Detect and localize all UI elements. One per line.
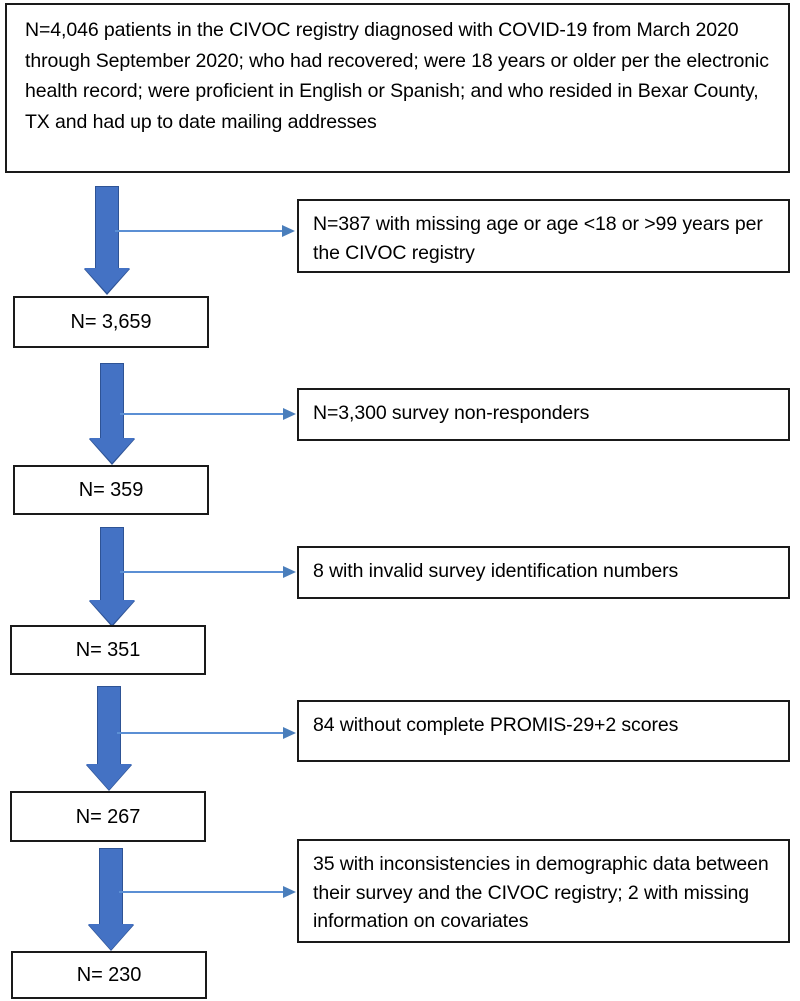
stage-box-2-label: N= 359: [78, 479, 144, 501]
exclusion-box-2-text: N=3,300 survey non-responders: [313, 402, 590, 424]
exclusion-connector-3: [120, 566, 296, 578]
header-box-text: N=4,046 patients in the CIVOC registry d…: [25, 19, 769, 133]
exclusion-connector-1: [115, 225, 295, 237]
stage-box-1: N= 3,659: [13, 296, 209, 348]
stage-box-5-label: N= 230: [76, 964, 142, 986]
exclusion-connector-4: [117, 727, 296, 739]
exclusion-box-5: 35 with inconsistencies in demographic d…: [297, 839, 790, 943]
exclusion-box-3-text: 8 with invalid survey identification num…: [313, 560, 679, 582]
exclusion-box-4-text: 84 without complete PROMIS-29+2 scores: [313, 714, 679, 736]
exclusion-box-2: N=3,300 survey non-responders: [297, 388, 790, 441]
stage-box-4-label: N= 267: [75, 805, 141, 828]
exclusion-connector-2: [120, 408, 296, 420]
exclusion-box-4: 84 without complete PROMIS-29+2 scores: [297, 700, 790, 762]
exclusion-box-5-text: 35 with inconsistencies in demographic d…: [313, 853, 769, 932]
exclusion-box-3: 8 with invalid survey identification num…: [297, 546, 790, 599]
exclusion-box-1: N=387 with missing age or age <18 or >99…: [297, 199, 790, 273]
stage-box-1-label: N= 3,659: [70, 311, 152, 333]
stage-box-2: N= 359: [13, 465, 209, 515]
flow-arrow-4: [86, 686, 132, 792]
header-box: N=4,046 patients in the CIVOC registry d…: [5, 3, 790, 173]
stage-box-4: N= 267: [10, 791, 206, 842]
stage-box-5: N= 230: [11, 951, 207, 999]
exclusion-connector-5: [119, 886, 296, 898]
flow-arrow-2: [89, 363, 135, 465]
exclusion-box-1-text: N=387 with missing age or age <18 or >99…: [313, 213, 763, 264]
stage-box-3-label: N= 351: [75, 639, 141, 661]
flow-arrow-1: [84, 186, 130, 296]
flow-arrow-3: [89, 527, 135, 627]
stage-box-3: N= 351: [10, 625, 206, 675]
flow-arrow-5: [88, 848, 134, 952]
